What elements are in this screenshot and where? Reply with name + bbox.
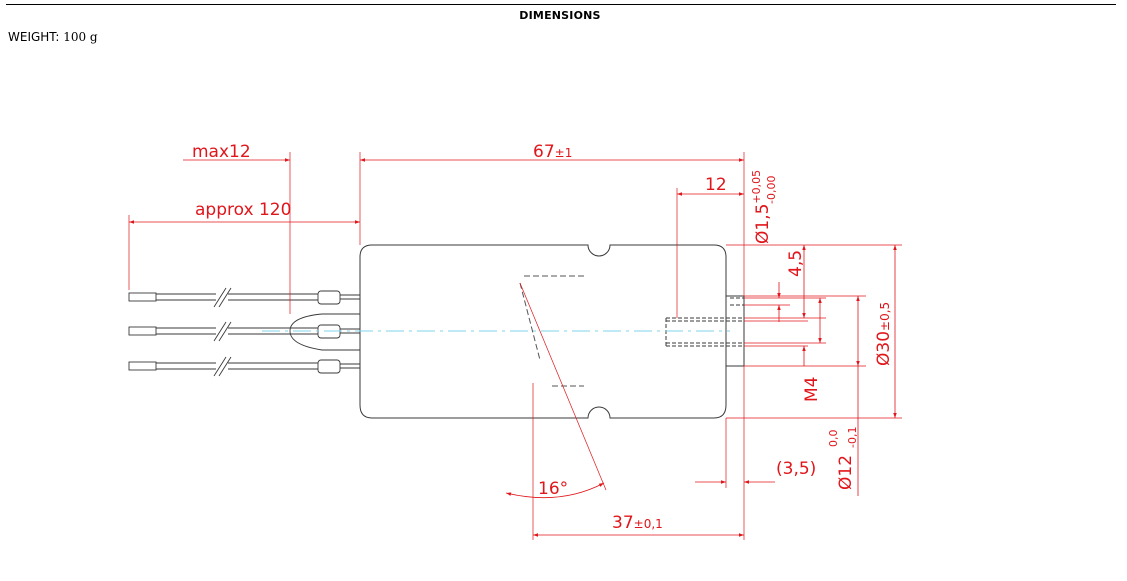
- dim-shoulder-dia-tol-upper: 0,0: [827, 430, 840, 448]
- weight-info: WEIGHT: 100 g: [8, 30, 98, 44]
- extension-lines: [128, 152, 902, 540]
- dim-pin-offset: 12: [705, 175, 727, 195]
- dim-max-cable: max12: [192, 142, 251, 162]
- dim-approx-cable: approx 120: [195, 200, 291, 220]
- wire-middle: [128, 321, 360, 342]
- weight-value: 100 g: [63, 30, 98, 44]
- dimension-labels: max12 67±1 approx 120 12 Ø1,5+0,05 -0,00…: [192, 142, 894, 533]
- dim-shoulder-dia: Ø12: [836, 455, 856, 490]
- dim-diameter: Ø30±0,5: [874, 302, 894, 366]
- dim-depth: 4,5: [786, 250, 806, 277]
- dim-length: 67±1: [533, 142, 572, 162]
- wire-bottom: [128, 356, 360, 377]
- wire-top: [128, 287, 360, 308]
- cable-sleeve: [289, 313, 360, 351]
- page-title: DIMENSIONS: [519, 9, 601, 22]
- dim-base-length: 37±0,1: [612, 513, 663, 533]
- dimension-lines: [129, 158, 897, 537]
- dim-thread: M4: [802, 377, 822, 402]
- weight-label: WEIGHT:: [8, 30, 60, 44]
- dim-shoulder-dia-tol-lower: -0,1: [846, 427, 859, 448]
- inner-slant: [519, 275, 584, 387]
- cables: [128, 287, 360, 377]
- dim-angle: 16°: [538, 479, 568, 499]
- housing-body: [359, 244, 727, 419]
- top-rule: [6, 4, 1116, 5]
- thread-stud: [665, 297, 744, 347]
- part-outline: [359, 244, 745, 419]
- dim-pin-dia: Ø1,5+0,05: [750, 170, 773, 244]
- dim-shoulder: (3,5): [776, 459, 816, 479]
- dim-pin-dia-tol-lower: -0,00: [765, 176, 778, 204]
- shoulder: [726, 295, 745, 367]
